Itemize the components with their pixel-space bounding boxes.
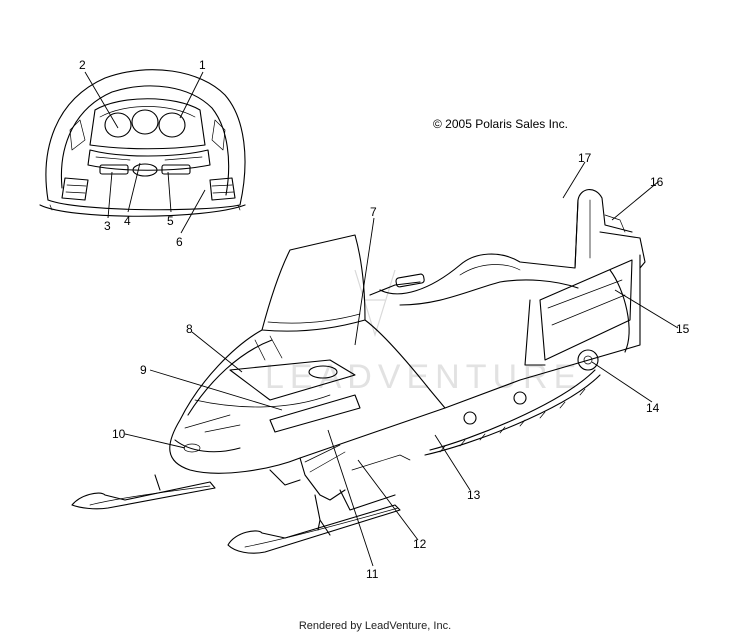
snowmobile-drawing <box>71 189 646 554</box>
callout-14-label: 14 <box>646 401 660 415</box>
callout-11-label: 11 <box>366 567 379 581</box>
callout-16-label: 16 <box>650 175 664 189</box>
callout-1-label: 2 <box>79 58 86 72</box>
callout-8-label: 8 <box>186 322 193 336</box>
callout-3-label: 3 <box>104 219 111 233</box>
copyright-text: © 2005 Polaris Sales Inc. <box>433 117 568 131</box>
callout-9-label: 9 <box>140 363 147 377</box>
callout-6-label: 6 <box>176 235 183 249</box>
callout-10-label: 10 <box>112 427 126 441</box>
callout-15-label: 15 <box>676 322 690 336</box>
callout-7-label: 7 <box>370 205 377 219</box>
callout-13-label: 13 <box>467 488 481 502</box>
callout-4-label: 4 <box>124 214 131 228</box>
leadventure-watermark: LEADVENTURE <box>265 269 582 396</box>
callout-5-label: 5 <box>167 214 174 228</box>
callout-17-label: 17 <box>578 151 592 165</box>
callout-12-label: 12 <box>413 537 427 551</box>
watermark-text: LEADVENTURE <box>265 358 582 396</box>
rendered-by-footer: Rendered by LeadVenture, Inc. <box>298 620 452 632</box>
callout-numbers: 2 1 3 4 5 6 7 8 9 10 11 12 13 14 15 16 1… <box>79 58 690 581</box>
callout-leader-lines <box>84 71 679 567</box>
callout-2-label: 1 <box>199 58 206 72</box>
hood-inset-drawing <box>39 69 246 217</box>
